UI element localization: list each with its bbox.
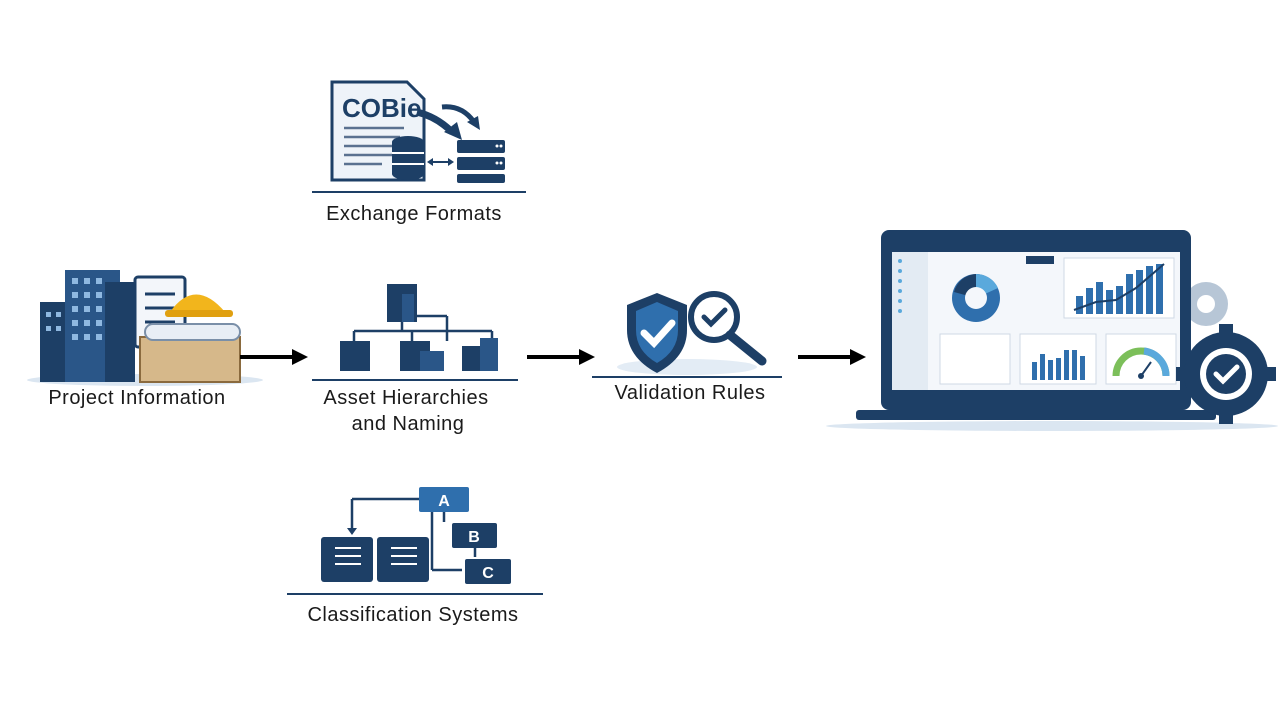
shield-check-magnifier-icon: [592, 291, 782, 378]
arrow-right-icon: [798, 349, 866, 365]
asset-hierarchies-label-line1: Asset Hierarchies: [323, 387, 489, 409]
arrow-right-icon: [240, 349, 308, 365]
asset-hierarchies-node: [312, 276, 518, 382]
svg-text:B: B: [468, 529, 480, 546]
classification-systems-node: A B C: [287, 482, 547, 597]
svg-text:C: C: [482, 565, 494, 582]
cobie-document-database-icon: COBie: [312, 80, 526, 193]
exchange-formats-label: Exchange Formats: [326, 203, 502, 225]
classification-systems-label: Classification Systems: [307, 604, 519, 626]
validation-rules-label: Validation Rules: [614, 382, 766, 404]
project-information-label: Project Information: [48, 387, 226, 409]
laptop-dashboard-gears-icon: [826, 230, 1278, 431]
validation-rules-node: [592, 285, 782, 380]
asset-hierarchies-label-line2: and Naming: [351, 413, 465, 435]
buildings-clipboard-hardhat-icon: [27, 270, 263, 386]
project-information-node: [20, 262, 265, 387]
classification-tree-icon: A B C: [287, 487, 543, 595]
svg-text:A: A: [438, 493, 450, 510]
svg-text:COBie: COBie: [342, 93, 421, 123]
building-hierarchy-icon: [312, 284, 518, 381]
exchange-formats-node: COBie: [312, 72, 528, 194]
arrow-right-icon: [527, 349, 595, 365]
dashboard-laptop-node: [826, 226, 1278, 432]
